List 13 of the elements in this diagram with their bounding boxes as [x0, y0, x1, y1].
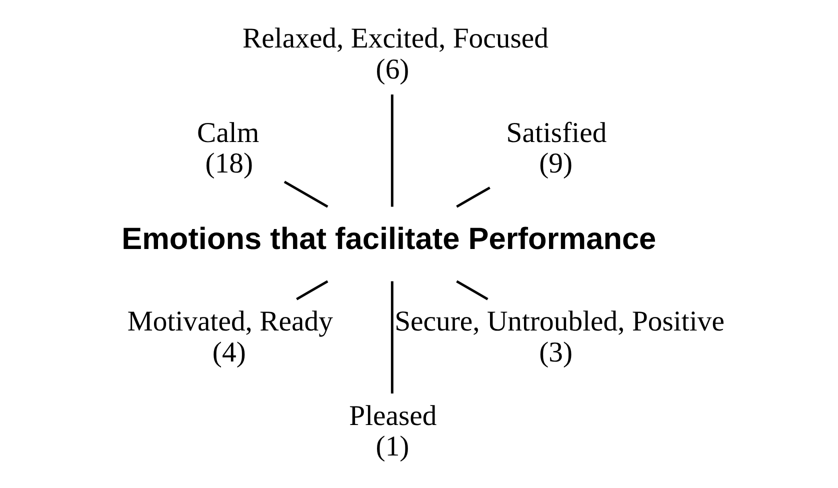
node-text: Emotions that facilitate Performance: [122, 221, 656, 256]
connector: [284, 180, 328, 208]
node-text: Secure, Untroubled, Positive (3): [394, 306, 724, 368]
node-text: Pleased (1): [349, 400, 437, 463]
connector: [456, 280, 488, 300]
node-text: Relaxed, Excited, Focused (6): [242, 22, 548, 86]
connector: [390, 281, 394, 394]
connector: [456, 186, 490, 208]
node-text: Calm (18): [197, 116, 260, 180]
node-text: Motivated, Ready (4): [127, 306, 333, 368]
connector: [390, 94, 394, 207]
node-text: Satisfied (9): [506, 116, 607, 180]
connector: [296, 280, 328, 300]
